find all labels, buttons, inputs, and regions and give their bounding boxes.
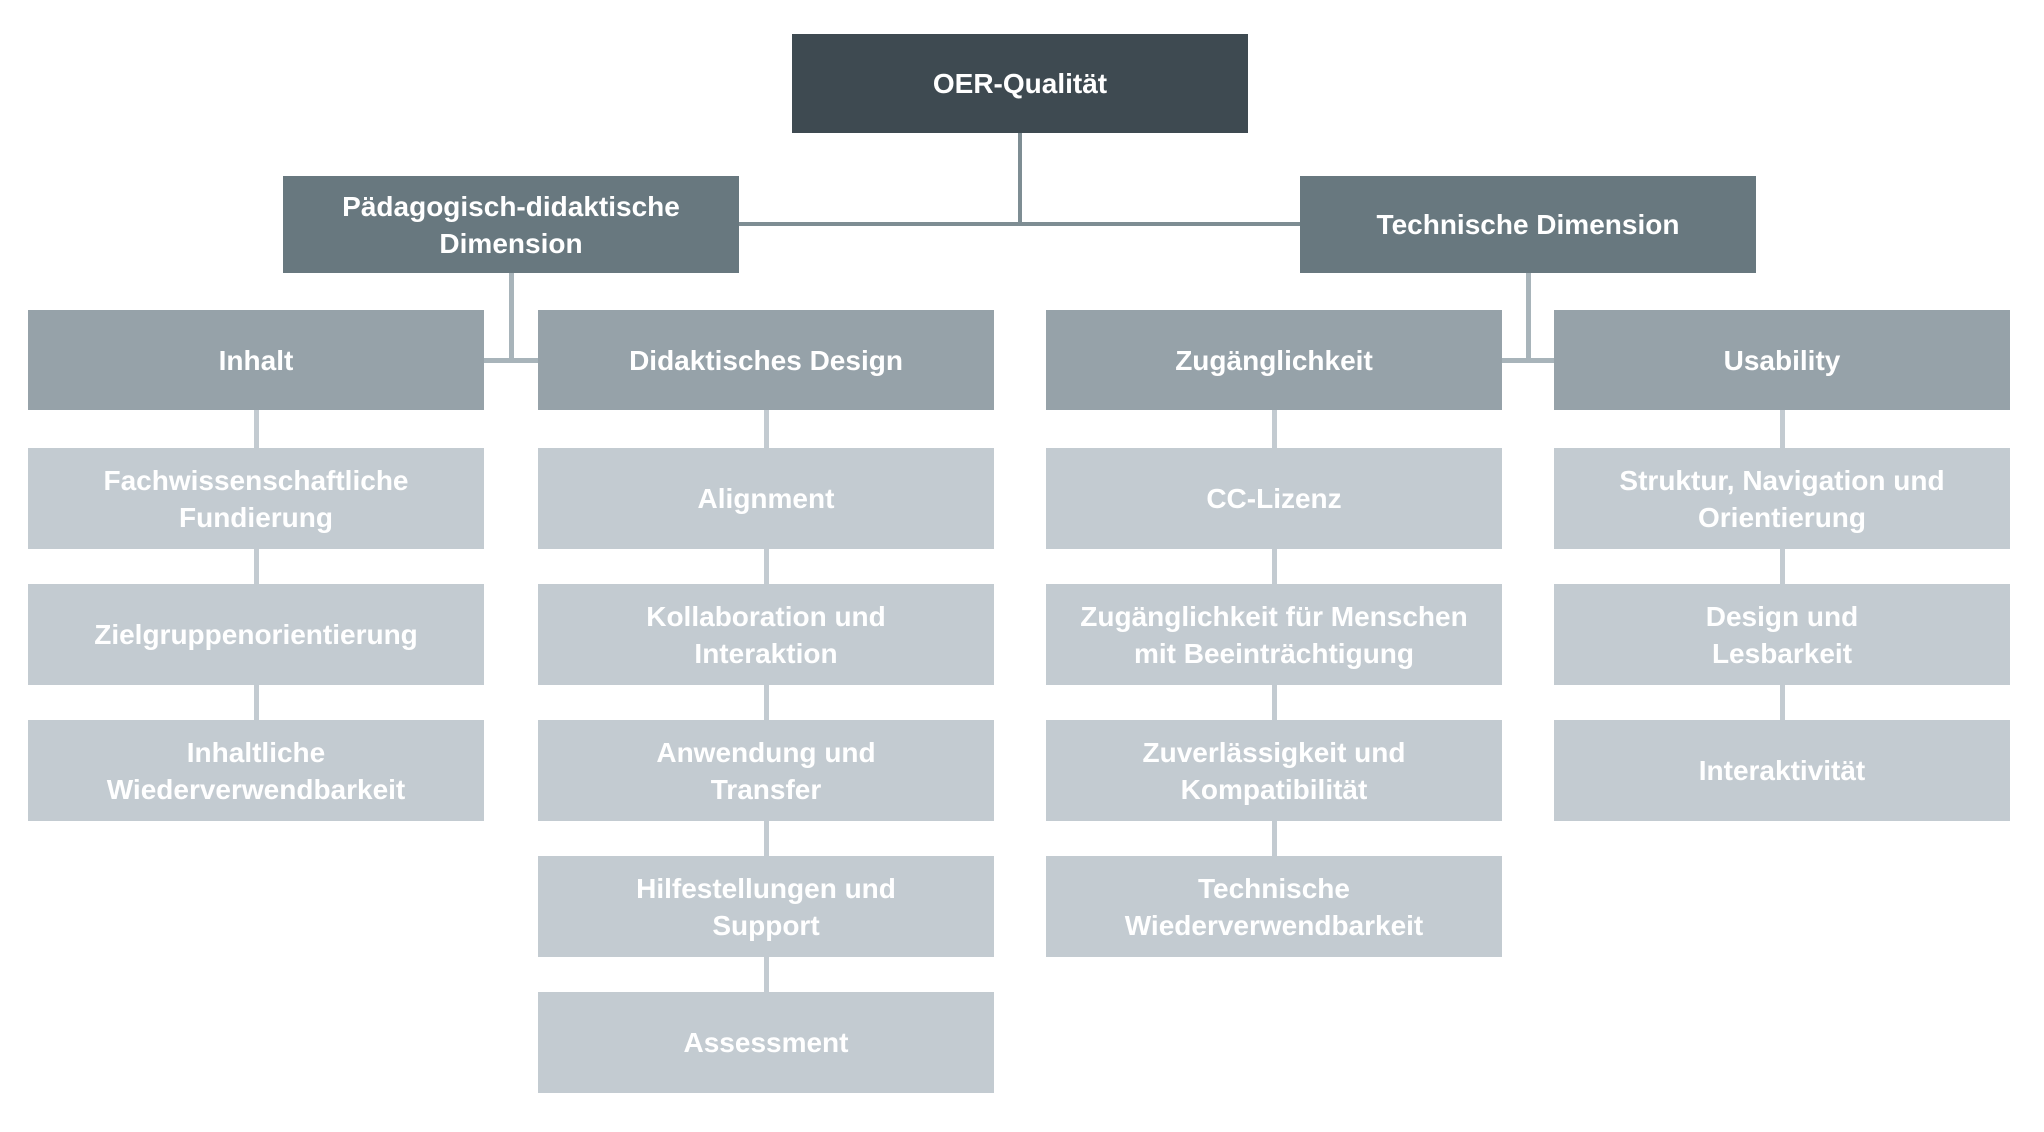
item-node-label: Assessment bbox=[683, 1027, 849, 1058]
connector-usability-child-1 bbox=[1780, 410, 1785, 448]
item-node-fachwissenschaftliche-fundierung: Fachwissenschaftliche Fundierung bbox=[28, 448, 484, 549]
connector-inhalt-child-1 bbox=[254, 410, 259, 448]
dimension-node-label: Technische Dimension bbox=[1376, 209, 1680, 240]
connector-paedagogisch-stem bbox=[509, 273, 514, 363]
connector-didaktisches-child-5 bbox=[764, 957, 769, 992]
connector-paedagogisch-crossbar bbox=[484, 358, 538, 363]
category-node-label: Zugänglichkeit bbox=[1175, 344, 1373, 376]
item-node-zugaenglichkeit-menschen-beeintraechtigung: Zugänglichkeit für Menschen mit Beeinträ… bbox=[1046, 584, 1502, 685]
item-node-assessment: Assessment bbox=[538, 992, 994, 1093]
item-node-label: CC-Lizenz bbox=[1206, 483, 1342, 514]
item-node-label: Zielgruppenorientierung bbox=[94, 619, 418, 650]
item-node-label: Interaktivität bbox=[1698, 755, 1866, 786]
connector-dimensions-crossbar bbox=[739, 222, 1300, 226]
root-node-label: OER-Qualität bbox=[932, 68, 1108, 99]
item-node-label: Struktur, Navigation und Orientierung bbox=[1619, 464, 1945, 533]
item-node-label: Zugänglichkeit für Menschen mit Beeinträ… bbox=[1080, 600, 1468, 669]
dimension-node-label: Pädagogisch-didaktische Dimension bbox=[342, 190, 680, 259]
connector-didaktisches-child-3 bbox=[764, 685, 769, 720]
category-node-didaktisches-design: Didaktisches Design bbox=[538, 310, 994, 410]
category-node-inhalt: Inhalt bbox=[28, 310, 484, 410]
connector-usability-child-3 bbox=[1780, 685, 1785, 720]
category-node-zugaenglichkeit: Zugänglichkeit bbox=[1046, 310, 1502, 410]
item-node-hilfestellungen-support: Hilfestellungen und Support bbox=[538, 856, 994, 957]
item-node-label: Technische Wiederverwendbarkeit bbox=[1124, 872, 1424, 941]
item-node-label: Alignment bbox=[697, 483, 835, 514]
item-node-zielgruppenorientierung: Zielgruppenorientierung bbox=[28, 584, 484, 685]
connector-inhalt-child-3 bbox=[254, 685, 259, 720]
item-node-label: Design und Lesbarkeit bbox=[1705, 600, 1859, 669]
connector-usability-child-2 bbox=[1780, 549, 1785, 584]
connector-didaktisches-child-4 bbox=[764, 821, 769, 856]
connector-didaktisches-child-2 bbox=[764, 549, 769, 584]
item-node-cc-lizenz: CC-Lizenz bbox=[1046, 448, 1502, 549]
connector-zugaenglichkeit-child-3 bbox=[1272, 685, 1277, 720]
connector-technische-stem bbox=[1526, 273, 1531, 363]
category-node-usability: Usability bbox=[1554, 310, 2010, 410]
item-node-label: Kollaboration und Interaktion bbox=[646, 600, 886, 669]
connector-zugaenglichkeit-child-4 bbox=[1272, 821, 1277, 856]
connector-zugaenglichkeit-child-1 bbox=[1272, 410, 1277, 448]
item-node-design-lesbarkeit: Design und Lesbarkeit bbox=[1554, 584, 2010, 685]
root-node-oer-qualitaet: OER-Qualität bbox=[792, 34, 1248, 133]
connector-zugaenglichkeit-child-2 bbox=[1272, 549, 1277, 584]
item-node-label: Hilfestellungen und Support bbox=[636, 872, 896, 941]
category-node-label: Usability bbox=[1723, 344, 1841, 376]
dimension-node-technische: Technische Dimension bbox=[1300, 176, 1756, 273]
item-node-alignment: Alignment bbox=[538, 448, 994, 549]
item-node-interaktivitaet: Interaktivität bbox=[1554, 720, 2010, 821]
item-node-anwendung-transfer: Anwendung und Transfer bbox=[538, 720, 994, 821]
item-node-label: Inhaltliche Wiederverwendbarkeit bbox=[106, 736, 406, 805]
item-node-label: Fachwissenschaftliche Fundierung bbox=[103, 464, 409, 533]
connector-root-stem bbox=[1018, 133, 1022, 224]
item-node-technische-wiederverwendbarkeit: Technische Wiederverwendbarkeit bbox=[1046, 856, 1502, 957]
item-node-kollaboration-interaktion: Kollaboration und Interaktion bbox=[538, 584, 994, 685]
connector-didaktisches-child-1 bbox=[764, 410, 769, 448]
category-node-label: Inhalt bbox=[218, 344, 294, 376]
item-node-label: Zuverlässigkeit und Kompatibilität bbox=[1142, 736, 1406, 805]
connector-inhalt-child-2 bbox=[254, 549, 259, 584]
dimension-node-paedagogisch-didaktische: Pädagogisch-didaktische Dimension bbox=[283, 176, 739, 273]
item-node-struktur-navigation-orientierung: Struktur, Navigation und Orientierung bbox=[1554, 448, 2010, 549]
category-node-label: Didaktisches Design bbox=[629, 344, 903, 376]
connector-technische-crossbar bbox=[1502, 358, 1554, 363]
item-node-label: Anwendung und Transfer bbox=[656, 736, 876, 805]
item-node-inhaltliche-wiederverwendbarkeit: Inhaltliche Wiederverwendbarkeit bbox=[28, 720, 484, 821]
item-node-zuverlaessigkeit-kompatibilitaet: Zuverlässigkeit und Kompatibilität bbox=[1046, 720, 1502, 821]
